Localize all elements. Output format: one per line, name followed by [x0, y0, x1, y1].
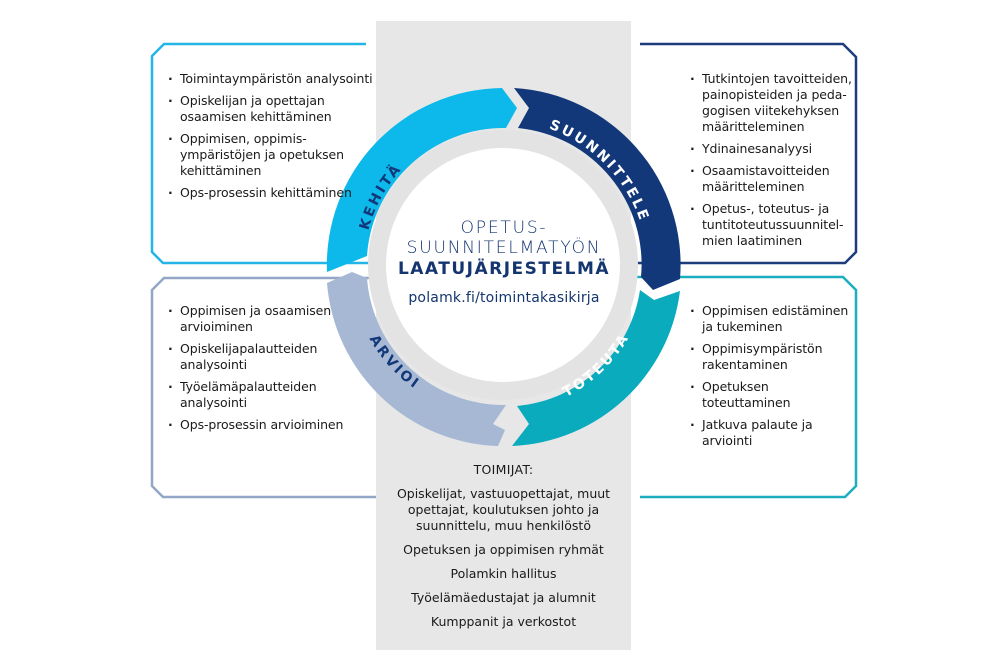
- actors-item: Opetuksen ja oppimisen ryhmät: [403, 542, 604, 557]
- suunnittele-box-border: [631, 42, 858, 265]
- actors-item: Työelämäedustajat ja alumnit: [411, 590, 596, 605]
- toteuta-segment[interactable]: [512, 290, 680, 446]
- list-item: Ydinainesanalyysi: [690, 141, 852, 157]
- list-item: Ops-prosessin kehittäminen: [168, 185, 373, 201]
- list-item: Oppimisen edistäminen ja tukeminen: [690, 303, 852, 335]
- suunnittele-segment[interactable]: [514, 88, 681, 290]
- list-item: Opiskelijan ja opettajan osaamisen kehit…: [168, 93, 373, 125]
- center-url-link[interactable]: polamk.fi/toimintakasikirja: [408, 290, 600, 306]
- actors-block: TOIMIJAT: Opiskelijat, vastuuopettajat, …: [376, 462, 631, 638]
- list-item: Jatkuva palaute ja arviointi: [690, 417, 852, 449]
- center-disc: [386, 148, 620, 382]
- actors-item: Polamkin hallitus: [450, 566, 557, 581]
- kehita-activity-list: Toimintaympäristön analysointi Opiskelij…: [168, 71, 373, 207]
- list-item: Tutkintojen tavoitteiden, painopisteiden…: [690, 71, 852, 135]
- suunnittele-activity-list: Tutkintojen tavoitteiden, painopisteiden…: [690, 71, 852, 255]
- center-title-block: OPETUS- SUUNNITELMATYÖN LAATUJÄRJESTELMÄ…: [388, 218, 620, 306]
- center-title-line-1: OPETUS-: [460, 218, 548, 238]
- toteuta-box-border: [631, 275, 858, 499]
- list-item: Osaamistavoitteiden määritteleminen: [690, 163, 852, 195]
- kehita-box-border: [150, 42, 376, 265]
- list-item: Opetus-, toteutus- ja tuntitoteutussuunn…: [690, 201, 852, 249]
- list-item: Työelämäpalautteiden analysointi: [168, 379, 373, 411]
- kehita-segment[interactable]: [326, 88, 517, 272]
- arvioi-activity-list: Oppimisen ja osaamisen arvioiminen Opisk…: [168, 303, 373, 439]
- list-item: Oppimisen, oppimis-ympäristöjen ja opetu…: [168, 131, 373, 179]
- actors-item: Opiskelijat, vastuuopettajat, muut opett…: [396, 486, 611, 533]
- actors-title: TOIMIJAT:: [473, 462, 534, 477]
- actors-item: Kumppanit ja verkostot: [430, 614, 577, 629]
- toteuta-activity-list: Oppimisen edistäminen ja tukeminen Oppim…: [690, 303, 852, 455]
- center-title-line-2: SUUNNITELMATYÖN: [406, 238, 602, 258]
- arvioi-box-border: [150, 276, 376, 499]
- center-title-line-3: LAATUJÄRJESTELMÄ: [397, 259, 611, 279]
- list-item: Oppimisympäristön rakentaminen: [690, 341, 852, 373]
- list-item: Toimintaympäristön analysointi: [168, 71, 373, 87]
- list-item: Opetuksen toteuttaminen: [690, 379, 852, 411]
- list-item: Oppimisen ja osaamisen arvioiminen: [168, 303, 373, 335]
- list-item: Ops-prosessin arvioiminen: [168, 417, 373, 433]
- list-item: Opiskelijapalautteiden analysointi: [168, 341, 373, 373]
